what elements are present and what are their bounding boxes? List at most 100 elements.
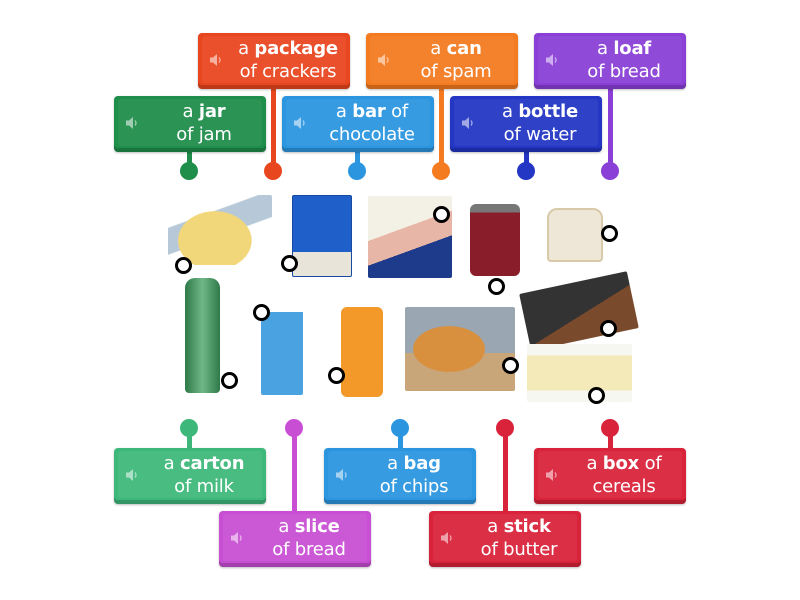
label-face <box>223 514 367 561</box>
label-prefix: a <box>238 38 255 59</box>
label-line2: cereals <box>592 476 656 497</box>
label-pin-handle[interactable] <box>285 419 303 437</box>
label-keyword: slice <box>294 516 340 537</box>
label-connector-line <box>186 428 192 452</box>
label-package-crackers[interactable]: a package of crackers <box>198 33 350 89</box>
speaker-icon[interactable] <box>335 468 349 482</box>
label-pin-handle[interactable] <box>391 419 409 437</box>
speaker-icon[interactable] <box>230 531 244 545</box>
label-keyword: carton <box>180 453 245 474</box>
label-text: a bar of chocolate <box>316 100 428 146</box>
speaker-icon[interactable] <box>293 116 307 130</box>
label-prefix: a <box>163 453 181 474</box>
drop-target-circle[interactable] <box>175 257 192 274</box>
speaker-icon[interactable] <box>125 116 139 130</box>
label-face <box>454 99 598 146</box>
drop-target-circle[interactable] <box>253 304 270 321</box>
speaker-icon[interactable] <box>461 116 475 130</box>
label-connector-line <box>354 146 360 171</box>
label-text: a bottle of water <box>484 100 596 146</box>
speaker-icon[interactable] <box>209 53 223 67</box>
bottle-of-water-image <box>185 278 220 393</box>
label-prefix: a <box>430 38 447 59</box>
label-line2: of spam <box>420 61 492 82</box>
label-pin-handle[interactable] <box>517 162 535 180</box>
label-face <box>118 451 262 498</box>
stick-of-butter-image <box>527 344 632 402</box>
drop-target-circle[interactable] <box>281 255 298 272</box>
label-prefix: a <box>387 453 404 474</box>
jar-of-jam-image <box>470 204 520 276</box>
label-text: a jar of jam <box>148 100 260 146</box>
label-face <box>328 451 472 498</box>
label-pin-handle[interactable] <box>180 419 198 437</box>
label-bottle-water[interactable]: a bottle of water <box>450 96 602 152</box>
label-connector-line <box>397 428 403 452</box>
label-prefix: a <box>596 38 614 59</box>
label-pin-handle[interactable] <box>601 419 619 437</box>
label-line2: of milk <box>174 476 234 497</box>
loaf-of-bread-image <box>405 307 515 391</box>
speaker-icon[interactable] <box>377 53 391 67</box>
label-face <box>202 36 346 83</box>
label-connector-line <box>502 428 508 515</box>
label-keyword: can <box>446 38 482 59</box>
label-line2: of chips <box>379 476 449 497</box>
label-face <box>118 99 262 146</box>
label-slice-bread[interactable]: a slice of bread <box>219 511 371 567</box>
label-carton-milk[interactable]: a carton of milk <box>114 448 266 504</box>
label-box-cereals[interactable]: a box of cereals <box>534 448 686 504</box>
label-stick-butter[interactable]: a stick of butter <box>429 511 581 567</box>
label-text: a bag of chips <box>358 452 470 498</box>
label-can-spam[interactable]: a can of spam <box>366 33 518 89</box>
speaker-icon[interactable] <box>125 468 139 482</box>
label-keyword: stick <box>503 516 551 537</box>
drop-target-circle[interactable] <box>328 367 345 384</box>
label-face <box>538 36 682 83</box>
label-connector-line <box>523 146 529 171</box>
speaker-icon[interactable] <box>545 53 559 67</box>
label-text: a stick of butter <box>463 515 575 561</box>
label-connector-line <box>607 83 613 171</box>
label-text: a package of crackers <box>232 37 344 83</box>
speaker-icon[interactable] <box>440 531 454 545</box>
drop-target-circle[interactable] <box>433 206 450 223</box>
label-text: a carton of milk <box>148 452 260 498</box>
label-connector-line <box>607 428 613 452</box>
label-keyword: box <box>602 453 640 474</box>
label-pin-handle[interactable] <box>180 162 198 180</box>
label-prefix: a <box>502 101 519 122</box>
drop-target-circle[interactable] <box>502 357 519 374</box>
label-suffix: of <box>385 101 409 122</box>
label-keyword: bottle <box>518 101 578 122</box>
drop-target-circle[interactable] <box>221 372 238 389</box>
drop-target-circle[interactable] <box>488 278 505 295</box>
speaker-icon[interactable] <box>545 468 559 482</box>
label-pin-handle[interactable] <box>348 162 366 180</box>
label-bar-chocolate[interactable]: a bar of chocolate <box>282 96 434 152</box>
label-keyword: bar <box>352 101 386 122</box>
label-face <box>286 99 430 146</box>
label-prefix: a <box>586 453 603 474</box>
label-bag-chips[interactable]: a bag of chips <box>324 448 476 504</box>
label-prefix: a <box>182 101 199 122</box>
label-pin-handle[interactable] <box>496 419 514 437</box>
label-prefix: a <box>335 101 353 122</box>
label-loaf-bread[interactable]: a loaf of bread <box>534 33 686 89</box>
label-prefix: a <box>487 516 504 537</box>
label-text: a loaf of bread <box>568 37 680 83</box>
drop-target-circle[interactable] <box>600 320 617 337</box>
label-face <box>433 514 577 561</box>
label-prefix: a <box>278 516 295 537</box>
drop-target-circle[interactable] <box>588 387 605 404</box>
label-connector-line <box>291 428 297 515</box>
label-pin-handle[interactable] <box>432 162 450 180</box>
label-pin-handle[interactable] <box>264 162 282 180</box>
bar-of-chocolate-image <box>519 271 639 351</box>
drop-target-circle[interactable] <box>601 225 618 242</box>
label-line2: of crackers <box>239 61 337 82</box>
label-keyword: bag <box>403 453 442 474</box>
label-line2: of bread <box>587 61 661 82</box>
label-jar-jam[interactable]: a jar of jam <box>114 96 266 152</box>
label-pin-handle[interactable] <box>601 162 619 180</box>
